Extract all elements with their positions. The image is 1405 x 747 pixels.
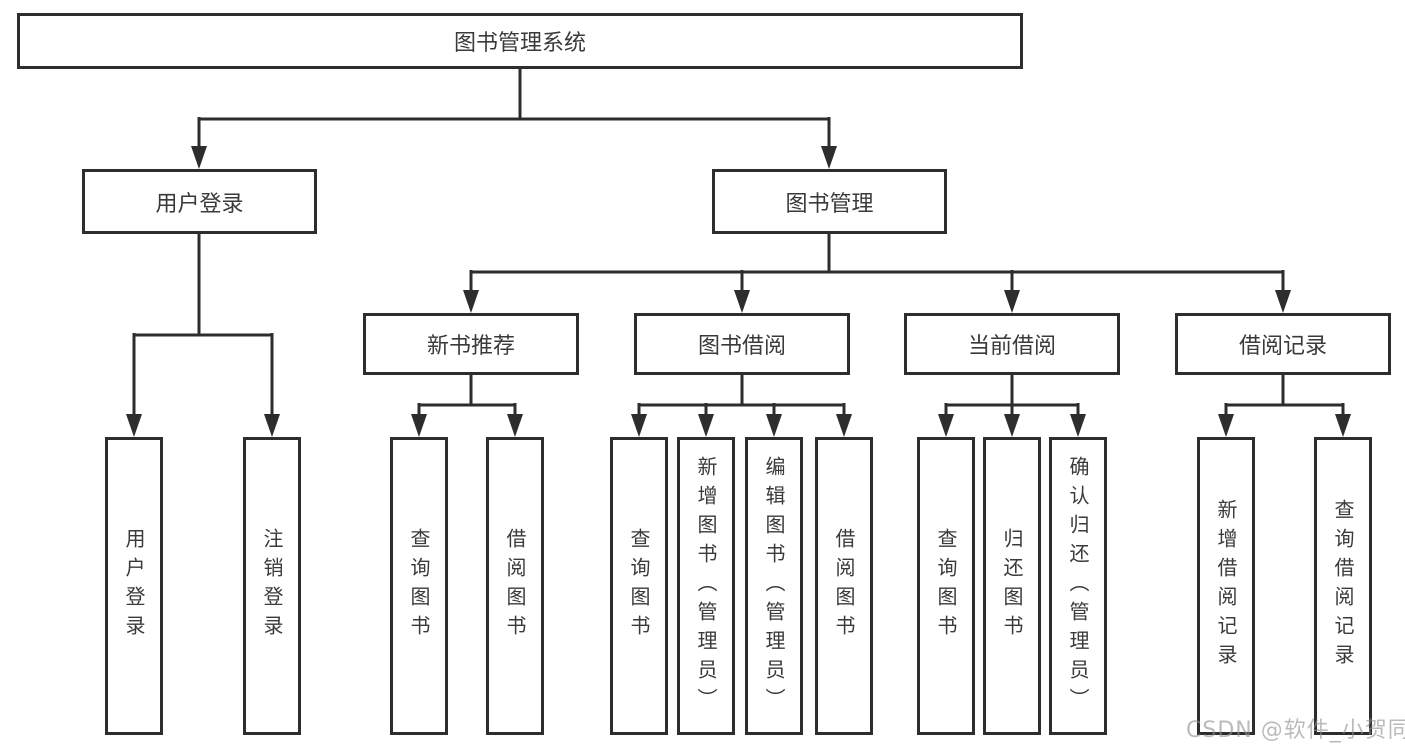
connector-book-borrow	[637, 373, 846, 418]
node-book-management: 图书管理	[712, 169, 947, 234]
leaf-add-book-admin: 新增图书（管理员）	[677, 437, 735, 735]
csdn-watermark: CSDN @软件_小贺同学	[1186, 718, 1405, 743]
node-user-login: 用户登录	[82, 169, 317, 234]
node-new-book-recommend: 新书推荐	[363, 313, 579, 375]
leaf-return-book: 归还图书	[983, 437, 1041, 735]
connector-user-login	[132, 232, 274, 418]
node-current-borrow: 当前借阅	[904, 313, 1120, 375]
connector-book-mgmt	[469, 232, 1285, 294]
leaf-borrow-book-2: 借阅图书	[815, 437, 873, 735]
leaf-edit-book-admin: 编辑图书（管理员）	[745, 437, 803, 735]
connector-new-book-rec	[417, 373, 517, 418]
leaf-logout: 注销登录	[243, 437, 301, 735]
connector-borrow-record	[1224, 373, 1345, 418]
node-book-borrow: 图书借阅	[634, 313, 850, 375]
arrowheads	[126, 146, 1351, 437]
node-root-system: 图书管理系统	[17, 13, 1023, 69]
leaf-query-book-1: 查询图书	[390, 437, 448, 735]
leaf-add-borrow-record: 新增借阅记录	[1197, 437, 1255, 735]
connector-root	[197, 67, 831, 150]
leaf-borrow-book-1: 借阅图书	[486, 437, 544, 735]
node-borrow-record: 借阅记录	[1175, 313, 1391, 375]
leaf-user-login: 用户登录	[105, 437, 163, 735]
leaf-confirm-return-admin: 确认归还（管理员）	[1049, 437, 1107, 735]
connector-current-borrow	[944, 373, 1080, 418]
leaf-query-book-3: 查询图书	[917, 437, 975, 735]
leaf-query-book-2: 查询图书	[610, 437, 668, 735]
leaf-query-borrow-record: 查询借阅记录	[1314, 437, 1372, 735]
